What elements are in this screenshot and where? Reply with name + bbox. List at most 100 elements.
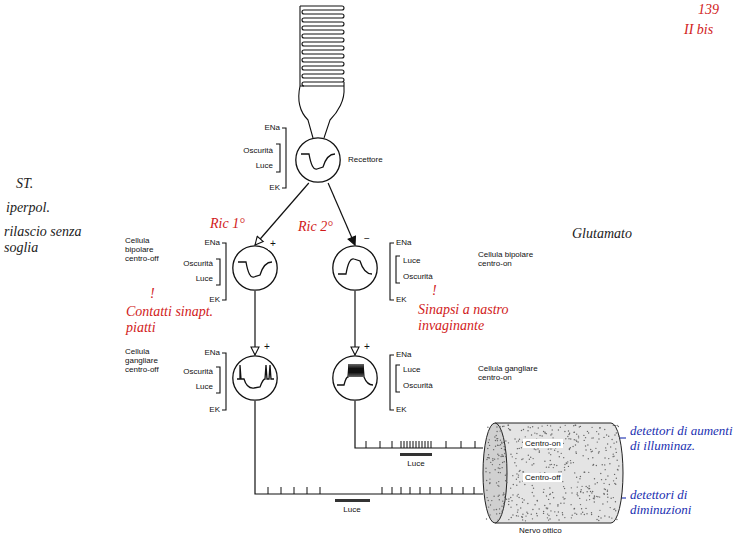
stipple-dot [576, 453, 577, 454]
stipple-dot [508, 504, 509, 505]
action-potential-tick [419, 441, 420, 448]
stipple-dot [488, 500, 489, 501]
stipple-dot [564, 469, 565, 470]
stipple-dot [533, 463, 534, 464]
handwritten-note: Ric 1° [210, 216, 245, 232]
stipple-dot [512, 456, 513, 457]
stipple-dot [538, 508, 539, 509]
axon-line [255, 401, 483, 494]
stipple-dot [550, 454, 551, 455]
potential-label: ENa [204, 238, 220, 247]
stipple-dot [574, 472, 575, 473]
stipple-dot [616, 432, 617, 433]
stipple-dot [512, 494, 513, 495]
stipple-dot [495, 446, 496, 447]
stipple-dot [574, 508, 575, 509]
stipple-dot [615, 510, 616, 511]
stipple-dot [521, 430, 522, 431]
stipple-dot [502, 426, 503, 427]
stipple-dot [522, 519, 523, 520]
stipple-dot [606, 434, 607, 435]
potential-scale-bracket [282, 128, 286, 188]
stipple-dot [546, 495, 547, 496]
stipple-dot [497, 445, 498, 446]
state-label: Oscurità [183, 259, 213, 268]
stipple-dot [563, 443, 564, 444]
stipple-dot [575, 425, 576, 426]
stipple-dot [508, 425, 509, 426]
stipple-dot [566, 463, 567, 464]
stipple-dot [609, 484, 610, 485]
stipple-dot [548, 519, 549, 520]
action-potential-tick [441, 487, 442, 494]
stipple-dot [493, 509, 494, 510]
stipple-dot [592, 450, 593, 451]
stipple-dot [499, 430, 500, 431]
stipple-dot [499, 499, 500, 500]
stipple-dot [614, 434, 615, 435]
stipple-dot [494, 469, 495, 470]
potential-label: EK [209, 295, 220, 304]
stipple-dot [608, 458, 609, 459]
stipple-dot [558, 511, 559, 512]
cell-name: Recettore [348, 155, 383, 164]
stipple-dot [489, 478, 490, 479]
potential-label: EK [209, 405, 220, 414]
state-bracket [216, 367, 220, 393]
synapse-connector [354, 291, 355, 355]
stipple-dot [546, 507, 547, 508]
stipple-dot [589, 499, 590, 500]
action-potential-tick [422, 441, 423, 448]
stipple-dot [489, 514, 490, 515]
stipple-dot [503, 456, 504, 457]
cell-name: Cellula bipolare centro-on [478, 250, 544, 268]
stipple-dot [607, 443, 608, 444]
handwritten-note: iperpol. [6, 200, 50, 216]
stipple-dot [501, 448, 502, 449]
receptor-cell: Recettore [295, 137, 341, 183]
stipple-dot [492, 458, 493, 459]
stipple-dot [503, 426, 504, 427]
stipple-dot [613, 455, 614, 456]
stipple-dot [564, 467, 565, 468]
stipple-dot [501, 443, 502, 444]
stipple-dot [604, 464, 605, 465]
stipple-dot [537, 500, 538, 501]
stipple-dot [607, 491, 608, 492]
action-potential-tick [413, 441, 414, 448]
stipple-dot [615, 448, 616, 449]
stipple-dot [568, 438, 569, 439]
stipple-dot [587, 487, 588, 488]
stipple-dot [497, 519, 498, 520]
stipple-dot [521, 516, 522, 517]
stipple-dot [496, 482, 497, 483]
stipple-dot [496, 509, 497, 510]
stipple-dot [564, 498, 565, 499]
stipple-dot [556, 465, 557, 466]
stipple-dot [574, 425, 575, 426]
stipple-dot [553, 467, 554, 468]
stipple-dot [548, 467, 549, 468]
stipple-dot [525, 515, 526, 516]
stipple-dot [489, 482, 490, 483]
stipple-dot [516, 495, 517, 496]
state-label: Oscurità [243, 146, 273, 155]
stipple-dot [598, 433, 599, 434]
stipple-dot [487, 448, 488, 449]
stipple-dot [541, 425, 542, 426]
fiber-label: Centro-on [523, 439, 563, 448]
stipple-dot [582, 512, 583, 513]
stipple-dot [500, 444, 501, 445]
stipple-dot [493, 495, 494, 496]
stipple-dot [496, 426, 497, 427]
stipple-dot [580, 513, 581, 514]
stipple-dot [563, 498, 564, 499]
stipple-dot [539, 435, 540, 436]
stipple-dot [498, 495, 499, 496]
stipple-dot [564, 488, 565, 489]
stipple-dot [514, 462, 515, 463]
stipple-dot [575, 444, 576, 445]
stipple-dot [504, 461, 505, 462]
stipple-dot [544, 433, 545, 434]
